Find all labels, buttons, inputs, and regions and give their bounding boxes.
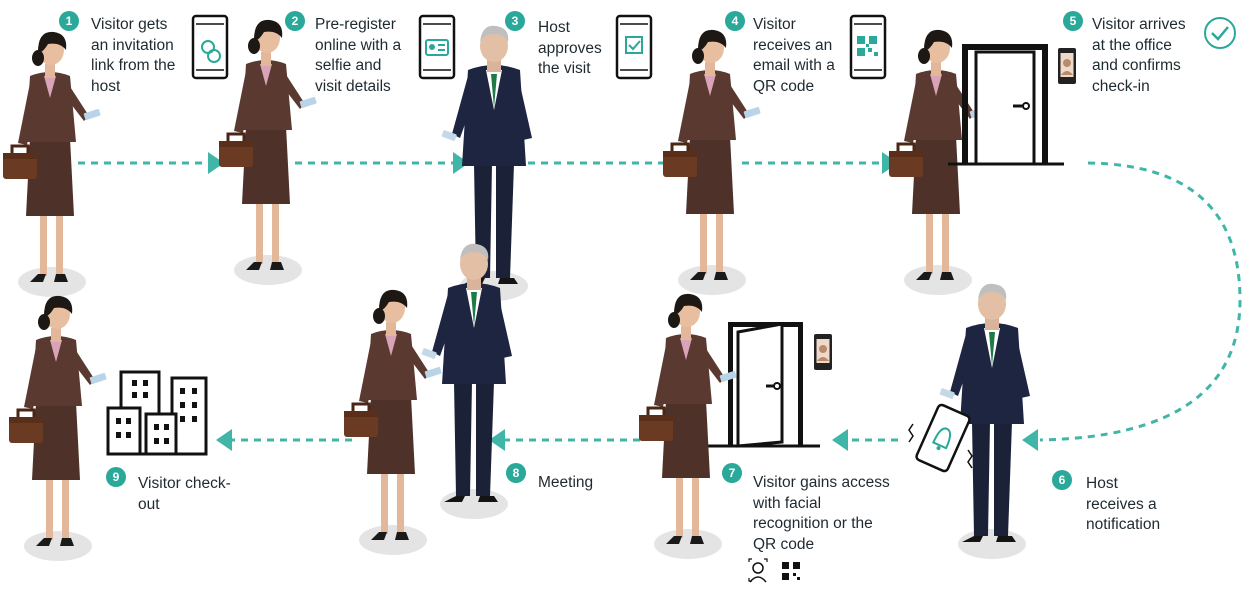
check-circle-icon — [1204, 17, 1236, 49]
office-door-icon — [948, 44, 1064, 166]
visitor-figure-2 — [217, 18, 319, 287]
step-8-badge: 8 — [506, 463, 526, 483]
face-terminal-icon — [1058, 48, 1076, 84]
step-7-badge: 7 — [722, 463, 742, 483]
phone-qr-code-icon — [849, 14, 887, 80]
office-door-open-icon — [700, 322, 820, 448]
step-5-badge: 5 — [1063, 11, 1083, 31]
step-4-badge: 4 — [725, 11, 745, 31]
visitor-figure-8 — [342, 288, 444, 557]
visitor-figure-7 — [637, 292, 739, 561]
face-terminal-icon-2 — [814, 334, 832, 370]
face-and-qr-icon — [748, 558, 800, 583]
phone-checkbox-icon — [615, 14, 653, 80]
step-6-badge: 6 — [1052, 470, 1072, 490]
step-2-badge: 2 — [285, 11, 305, 31]
step-9-badge: 9 — [106, 467, 126, 487]
phone-link-icon — [191, 14, 229, 80]
visitor-figure-9 — [7, 294, 109, 563]
step-1-badge: 1 — [59, 11, 79, 31]
phone-id-card-icon — [418, 14, 456, 80]
step-9-label: Visitor check-out — [138, 475, 231, 513]
connector-curve — [1039, 161, 1242, 442]
phone-bell-icon — [915, 403, 971, 473]
office-buildings-icon — [106, 370, 208, 456]
visitor-figure-1 — [1, 30, 103, 299]
visitor-figure-5 — [887, 28, 989, 297]
step-8-label: Meeting — [538, 474, 594, 491]
step-3-badge: 3 — [505, 11, 525, 31]
